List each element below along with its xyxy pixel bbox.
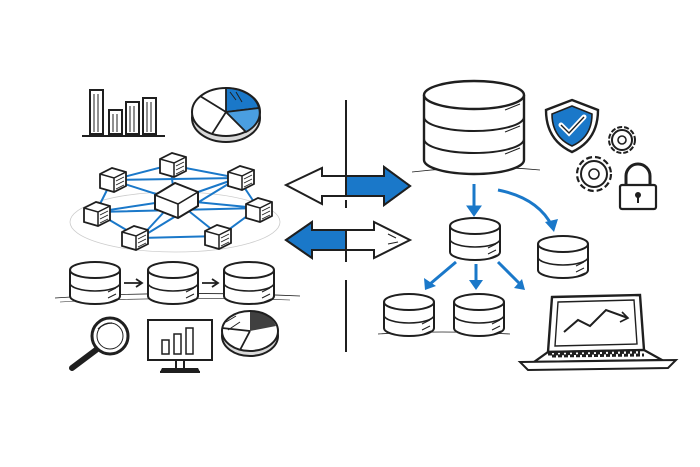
sync-arrows-icon (283, 165, 413, 260)
network-graph-icon (69, 152, 281, 253)
gear-icon (608, 126, 636, 154)
database-pipeline-icon (54, 261, 301, 305)
pie-chart-small-icon (221, 310, 279, 357)
gear-icon (575, 155, 613, 193)
network-node (83, 201, 111, 227)
database-icon (453, 293, 505, 337)
database-icon (537, 235, 589, 279)
database-icon (147, 261, 199, 305)
shield-check-icon (544, 98, 600, 154)
laptop-chart-icon (517, 293, 679, 372)
database-icon (449, 217, 501, 261)
database-icon (383, 293, 435, 337)
database-icon (69, 261, 121, 305)
network-node (159, 152, 187, 178)
lock-icon (618, 162, 658, 211)
network-hub (154, 181, 199, 220)
network-node (245, 197, 273, 223)
network-node (204, 224, 232, 250)
database-distribution-icon (377, 184, 589, 337)
network-node (227, 165, 255, 191)
bar-chart-icon (82, 89, 165, 137)
network-node (121, 225, 149, 251)
magnifier-icon (69, 316, 130, 371)
monitor-chart-icon (147, 319, 213, 373)
network-node (99, 167, 127, 193)
pie-chart-icon (191, 87, 261, 143)
database-server-icon (411, 79, 541, 176)
database-icon (223, 261, 275, 305)
